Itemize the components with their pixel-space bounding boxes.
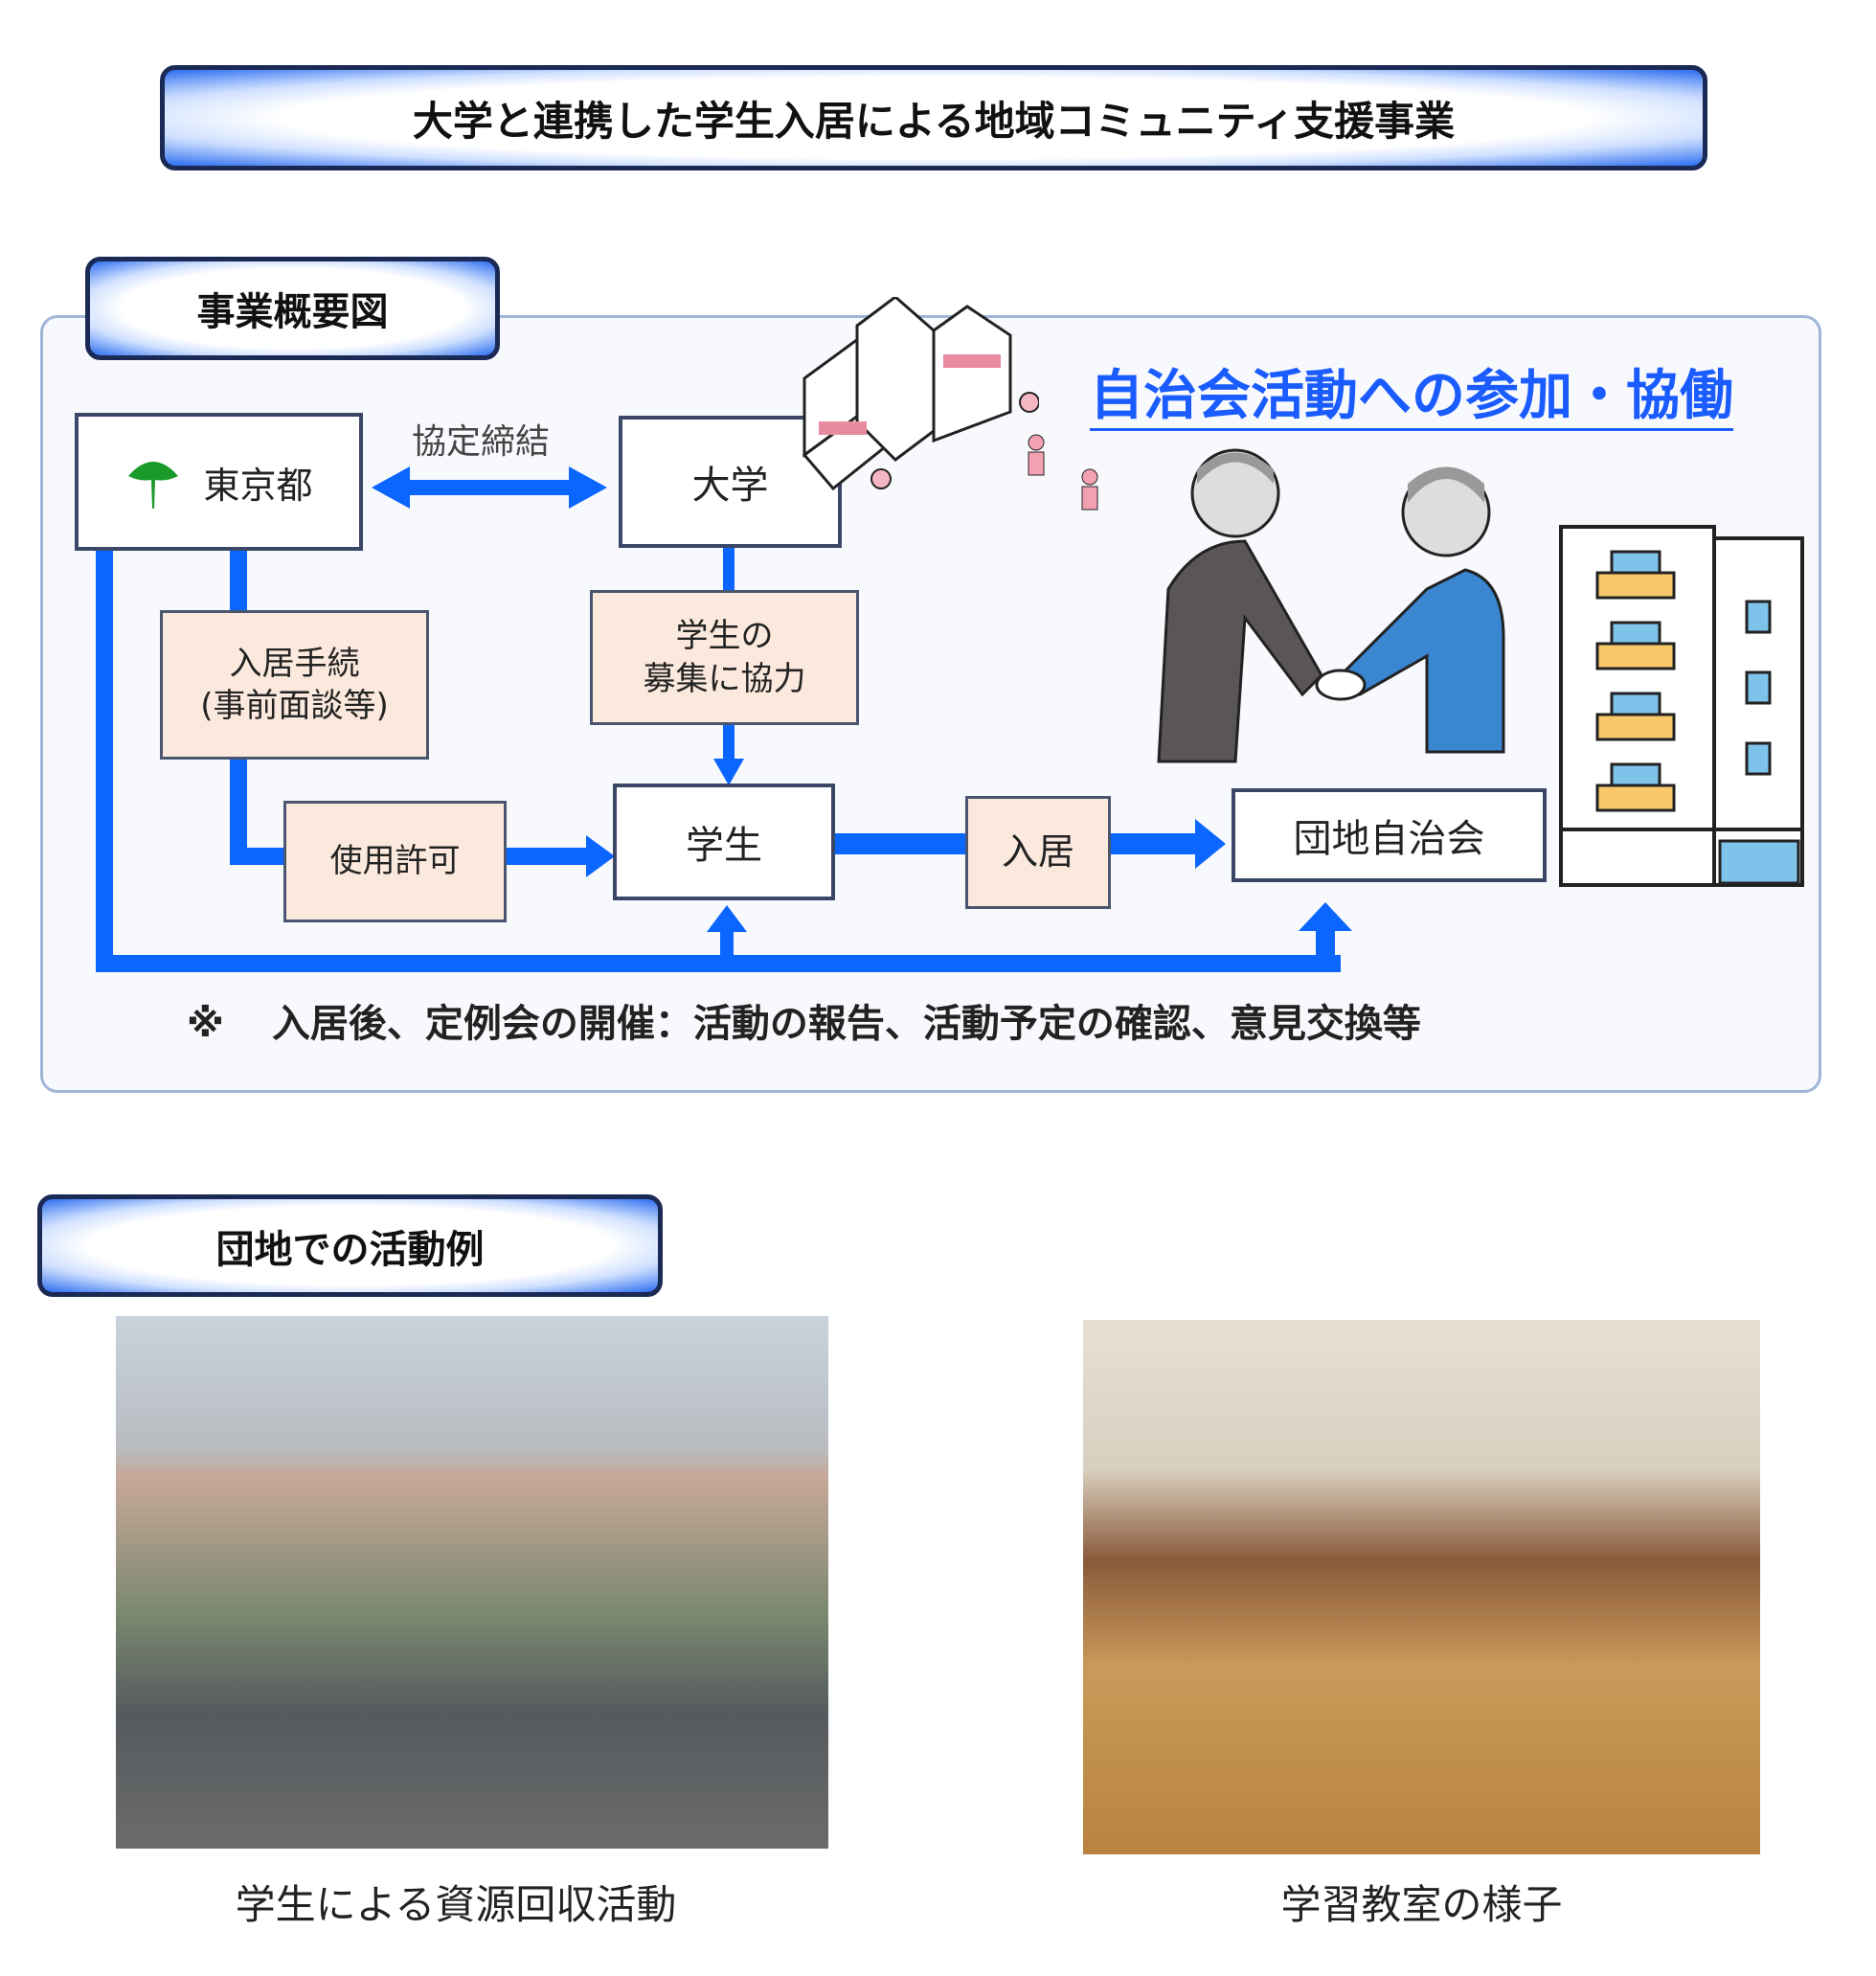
apartment-building-icon (1559, 525, 1804, 887)
overview-section-title: 事業概要図 (196, 290, 389, 334)
connector-line (507, 848, 593, 865)
residents-association-box: 団地自治会 (1232, 788, 1547, 882)
university-box: 大学 (619, 416, 842, 548)
connector-line (1111, 833, 1197, 854)
tokyo-box: 東京都 (75, 413, 363, 551)
ginkgo-leaf-icon (128, 462, 179, 509)
recruit-sublabel: 募集に協力 (643, 659, 806, 698)
connector-line (96, 551, 113, 972)
headline: 自治会活動への参加・協働 (1090, 364, 1733, 432)
arrow-head-icon (707, 905, 747, 932)
move-in-label: 入居 (1001, 830, 1074, 874)
arrow-head-icon (713, 759, 744, 785)
procedure-label: 入居手続 (229, 644, 360, 683)
move-in-box: 入居 (965, 796, 1111, 909)
recruit-label: 学生の (675, 617, 774, 656)
university-building-icon (802, 297, 1039, 491)
note-mark: ※ (187, 1002, 224, 1046)
arrow-head-icon (1195, 819, 1226, 869)
overview-section-label: 事業概要図 (85, 257, 500, 360)
procedure-sublabel: (事前面談等) (200, 687, 389, 725)
page-title: 大学と連携した学生入居による地域コミュニティ支援事業 (412, 97, 1456, 145)
meeting-note: ※ 入居後、定例会の開催：活動の報告、活動予定の確認、意見交換等 (187, 992, 1421, 1048)
university-label: 大学 (691, 464, 769, 508)
photo-caption: 学習教室の様子 (1280, 1881, 1563, 1928)
activities-section-label: 団地での活動例 (37, 1194, 663, 1297)
arrow-head-icon (1299, 902, 1352, 931)
connector-line (96, 955, 1341, 972)
photo-caption: 学生による資源回収活動 (235, 1881, 677, 1928)
student-label: 学生 (686, 824, 762, 868)
tokyo-label: 東京都 (203, 464, 313, 507)
connector-line (723, 548, 735, 590)
arrow-head-icon (586, 835, 615, 877)
connector-line (230, 848, 283, 865)
photo-recycling-activity (116, 1316, 828, 1849)
recruit-help-box: 学生の 募集に協力 (590, 590, 859, 725)
note-text: 入居後、定例会の開催：活動の報告、活動予定の確認、意見交換等 (271, 1002, 1421, 1046)
agreement-double-arrow (372, 466, 607, 509)
students-walking-icon (1028, 434, 1098, 511)
use-permit-label: 使用許可 (329, 842, 461, 881)
student-box: 学生 (613, 784, 835, 900)
activities-section-title: 団地での活動例 (215, 1227, 485, 1272)
connector-line (720, 929, 734, 958)
connector-line (835, 833, 965, 854)
connector-line (723, 725, 735, 761)
residents-association-label: 団地自治会 (1293, 817, 1485, 861)
handshake-illustration (1157, 448, 1505, 763)
page-title-banner: 大学と連携した学生入居による地域コミュニティ支援事業 (160, 65, 1707, 170)
connector-line (230, 760, 247, 865)
connector-line (230, 551, 247, 610)
connector-line (1316, 929, 1335, 958)
move-in-procedure-box: 入居手続 (事前面談等) (160, 610, 429, 760)
use-permit-box: 使用許可 (283, 801, 507, 922)
agreement-label: 協定締結 (412, 422, 551, 462)
photo-study-classroom (1083, 1320, 1760, 1854)
